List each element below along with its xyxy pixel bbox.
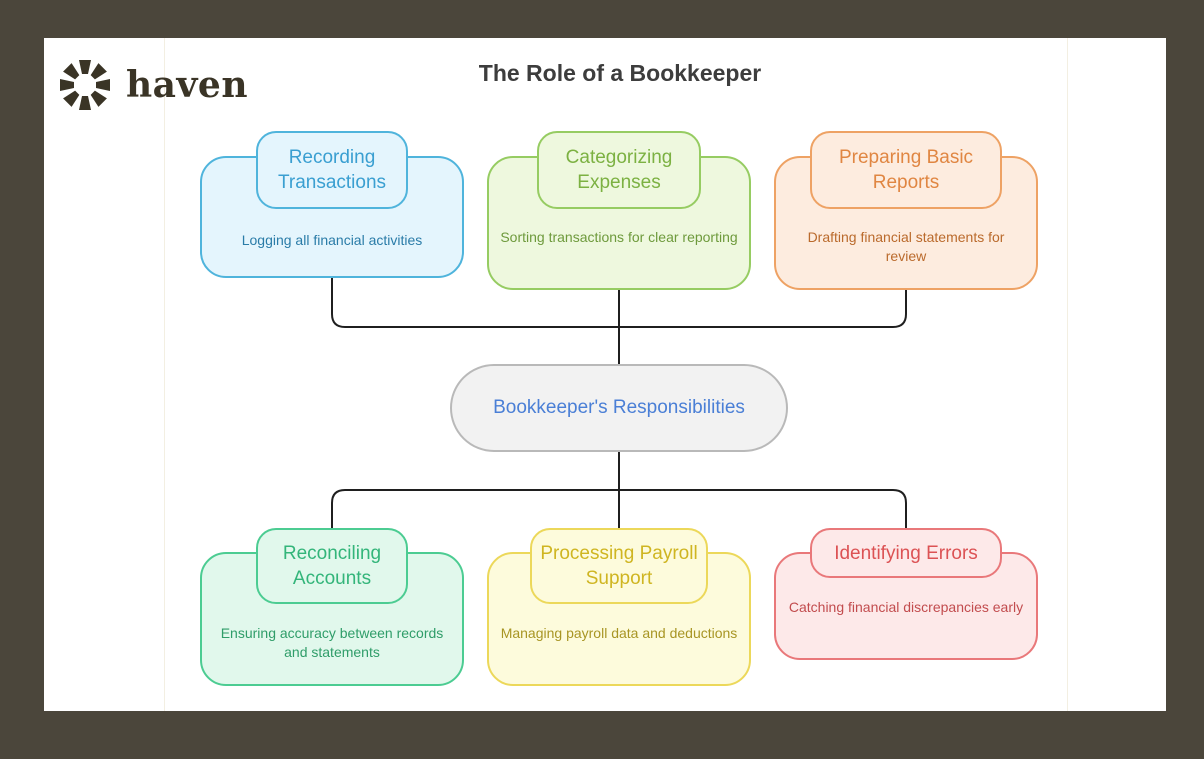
card-title-recording-transactions: Recording Transactions <box>256 131 408 209</box>
card-description: Catching financial discrepancies early <box>788 599 1024 615</box>
card-description: Drafting financial statements for review <box>807 229 1005 264</box>
brand-name: haven <box>126 64 248 106</box>
card-title-identifying-errors: Identifying Errors <box>810 528 1002 578</box>
card-title-reconciling-accounts: Reconciling Accounts <box>256 528 408 604</box>
card-description: Ensuring accuracy between records and st… <box>220 625 444 660</box>
card-title-processing-payroll-support: Processing Payroll Support <box>530 528 708 604</box>
card-title-preparing-basic-reports: Preparing Basic Reports <box>810 131 1002 209</box>
hub-responsibilities: Bookkeeper's Responsibilities <box>450 364 788 452</box>
card-description: Managing payroll data and deductions <box>500 625 738 641</box>
haven-flower-icon <box>60 60 110 110</box>
brand-logo: haven <box>58 58 248 112</box>
connector-bottom <box>331 489 907 552</box>
card-description: Logging all financial activities <box>241 232 423 248</box>
card-description: Sorting transactions for clear reporting <box>500 229 738 245</box>
card-title-categorizing-expenses: Categorizing Expenses <box>537 131 701 209</box>
diagram-title: The Role of a Bookkeeper <box>478 60 762 86</box>
